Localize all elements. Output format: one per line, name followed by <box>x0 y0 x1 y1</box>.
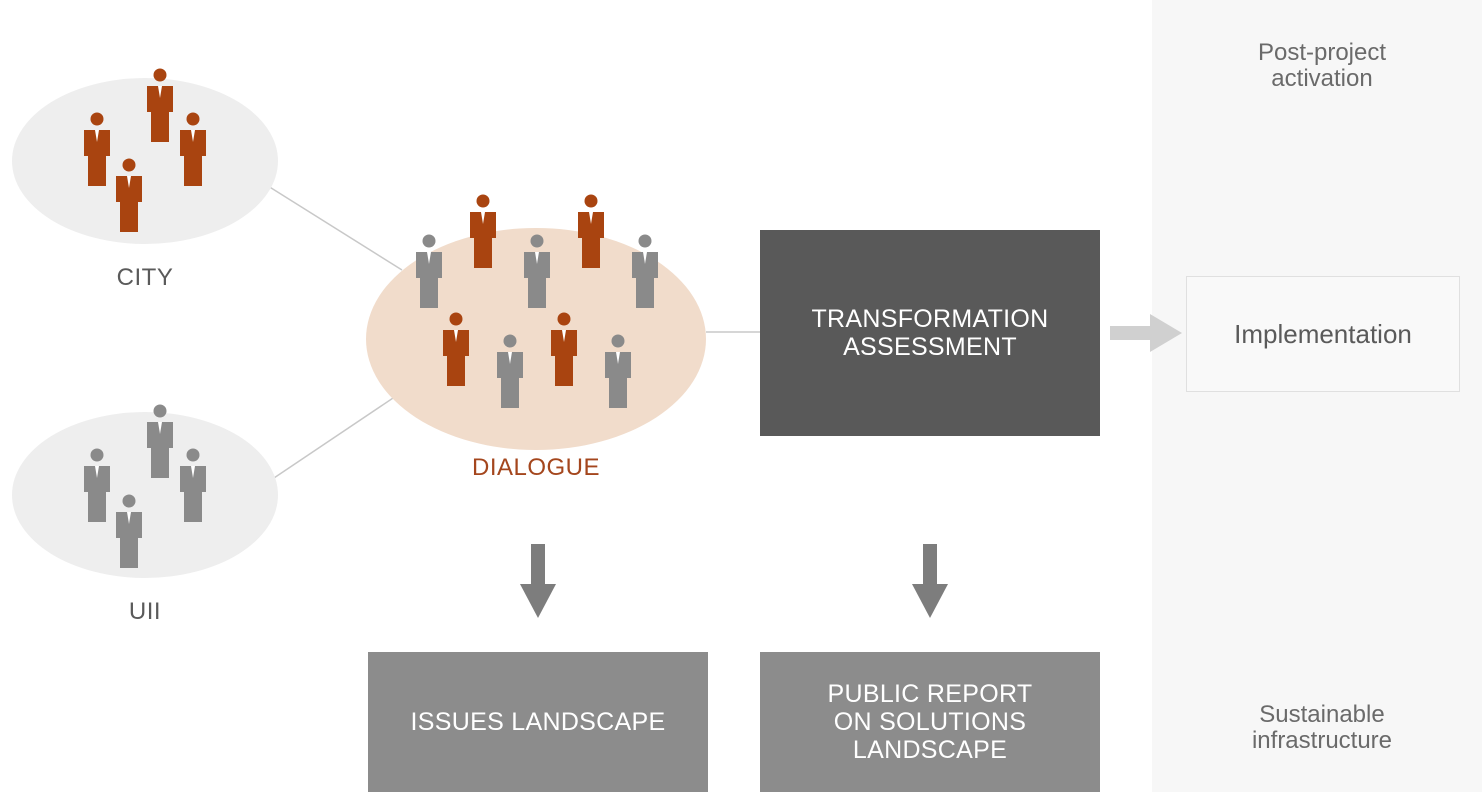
person-icon <box>605 334 631 408</box>
issues-landscape-box: ISSUES LANDSCAPE <box>368 652 708 792</box>
uii-group-ellipse <box>12 412 278 578</box>
person-icon <box>116 494 142 568</box>
city-group-ellipse <box>12 78 278 244</box>
uii-dialogue-connector <box>267 391 403 483</box>
person-icon <box>84 112 110 186</box>
public-report-box: PUBLIC REPORT ON SOLUTIONS LANDSCAPE <box>760 652 1100 792</box>
person-icon <box>551 312 577 386</box>
right-column-panel <box>1152 0 1482 792</box>
person-icon <box>632 234 658 308</box>
person-icon <box>147 404 173 478</box>
sustainable-infrastructure-label: Sustainable infrastructure <box>1251 701 1393 754</box>
person-icon <box>578 194 604 268</box>
city-dialogue-connector <box>267 185 403 271</box>
implementation-box: Implementation <box>1186 276 1460 392</box>
person-icon <box>147 68 173 142</box>
person-icon <box>416 234 442 308</box>
person-icon <box>84 448 110 522</box>
down-arrow-icon <box>912 544 948 618</box>
person-icon <box>443 312 469 386</box>
city-label: CITY <box>116 264 174 291</box>
person-icon <box>116 158 142 232</box>
down-arrow-icon <box>520 544 556 618</box>
person-icon <box>524 234 550 308</box>
dialogue-label: DIALOGUE <box>471 454 601 481</box>
person-icon <box>180 112 206 186</box>
uii-label: UII <box>128 598 162 625</box>
transformation-assessment-box: TRANSFORMATION ASSESSMENT <box>760 230 1100 436</box>
person-icon <box>497 334 523 408</box>
post-project-activation-label: Post-project activation <box>1257 39 1387 92</box>
person-icon <box>470 194 496 268</box>
right-arrow-icon <box>1110 314 1182 352</box>
person-icon <box>180 448 206 522</box>
